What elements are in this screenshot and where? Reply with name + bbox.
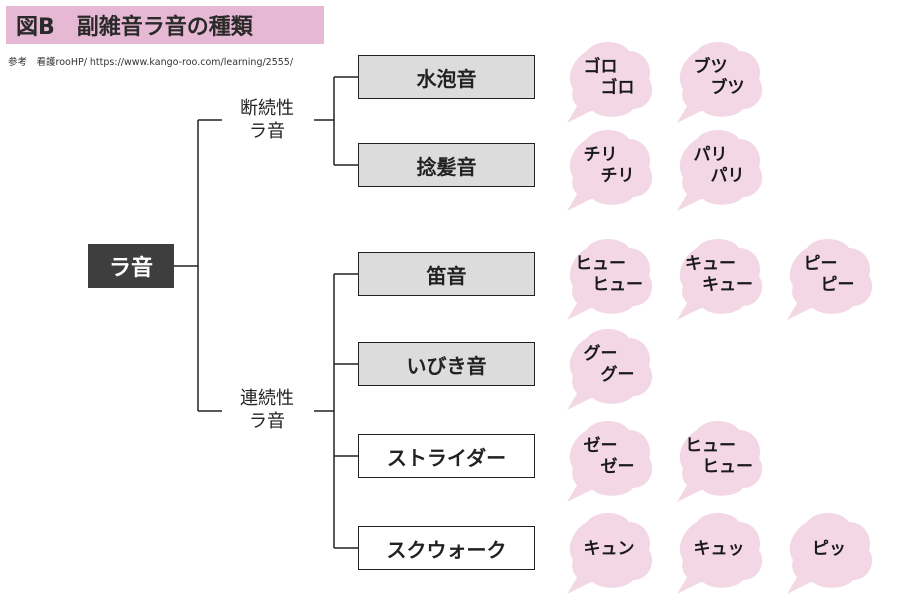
onomatopoeia-bubble: ヒュー ヒュー [565, 234, 653, 324]
source-citation: 参考 看護rooHP/ https://www.kango-roo.com/le… [8, 57, 294, 68]
sound-node: スクウォーク [358, 526, 535, 570]
onomatopoeia-text: ヒュー ヒュー [685, 436, 753, 477]
onomatopoeia-bubble: チリ チリ [565, 125, 653, 215]
onomatopoeia-bubble: ヒュー ヒュー [675, 416, 763, 506]
onomatopoeia-text: キュッ [693, 538, 745, 559]
figure-title: 図B 副雑音ラ音の種類 [6, 6, 324, 44]
sound-node: 笛音 [358, 252, 535, 296]
bubble-cloud-shape [567, 239, 653, 320]
onomatopoeia-bubble: ブツ ブツ [675, 37, 763, 127]
onomatopoeia-text: ゼー ゼー [583, 436, 635, 477]
root-node: ラ音 [88, 244, 174, 288]
onomatopoeia-text: キュー キュー [685, 254, 753, 295]
bubble-cloud-shape [787, 239, 873, 320]
onomatopoeia-text: ゴロ ゴロ [583, 57, 635, 98]
onomatopoeia-bubble: パリ パリ [675, 125, 763, 215]
bubble-cloud-shape [567, 42, 653, 123]
bubble-cloud-shape [567, 421, 653, 502]
sound-node: いびき音 [358, 342, 535, 386]
onomatopoeia-text: キュン [583, 538, 635, 559]
bubble-cloud-shape [677, 513, 763, 594]
onomatopoeia-bubble: キュー キュー [675, 234, 763, 324]
bubble-cloud-shape [677, 421, 763, 502]
onomatopoeia-bubble: ピッ [785, 508, 873, 598]
onomatopoeia-text: ピッ [812, 538, 846, 559]
category-label-line1: 断続性 [240, 98, 294, 119]
category-node: 断続性 ラ音 [222, 97, 312, 143]
onomatopoeia-text: パリ パリ [693, 145, 745, 186]
category-label-line1: 連続性 [240, 388, 294, 409]
onomatopoeia-text: ブツ ブツ [693, 57, 745, 98]
onomatopoeia-bubble: ゴロ ゴロ [565, 37, 653, 127]
sound-node: ストライダー [358, 434, 535, 478]
onomatopoeia-text: グー グー [583, 344, 635, 385]
bubble-cloud-shape [567, 130, 653, 211]
bubble-cloud-shape [677, 239, 763, 320]
sound-node: 水泡音 [358, 55, 535, 99]
onomatopoeia-text: ピー ピー [803, 254, 855, 295]
onomatopoeia-bubble: ピー ピー [785, 234, 873, 324]
bubble-cloud-shape [567, 513, 653, 594]
category-label-line2: ラ音 [249, 121, 285, 142]
bubble-cloud-shape [677, 42, 763, 123]
onomatopoeia-bubble: キュッ [675, 508, 763, 598]
bubble-cloud-shape [677, 130, 763, 211]
category-node: 連続性 ラ音 [222, 387, 312, 433]
onomatopoeia-text: チリ チリ [583, 145, 635, 186]
onomatopoeia-bubble: キュン [565, 508, 653, 598]
bubble-cloud-shape [567, 329, 653, 410]
onomatopoeia-bubble: グー グー [565, 324, 653, 414]
bubble-cloud-shape [787, 513, 873, 594]
sound-node: 捻髪音 [358, 143, 535, 187]
onomatopoeia-bubble: ゼー ゼー [565, 416, 653, 506]
onomatopoeia-text: ヒュー ヒュー [575, 254, 643, 295]
category-label-line2: ラ音 [249, 411, 285, 432]
